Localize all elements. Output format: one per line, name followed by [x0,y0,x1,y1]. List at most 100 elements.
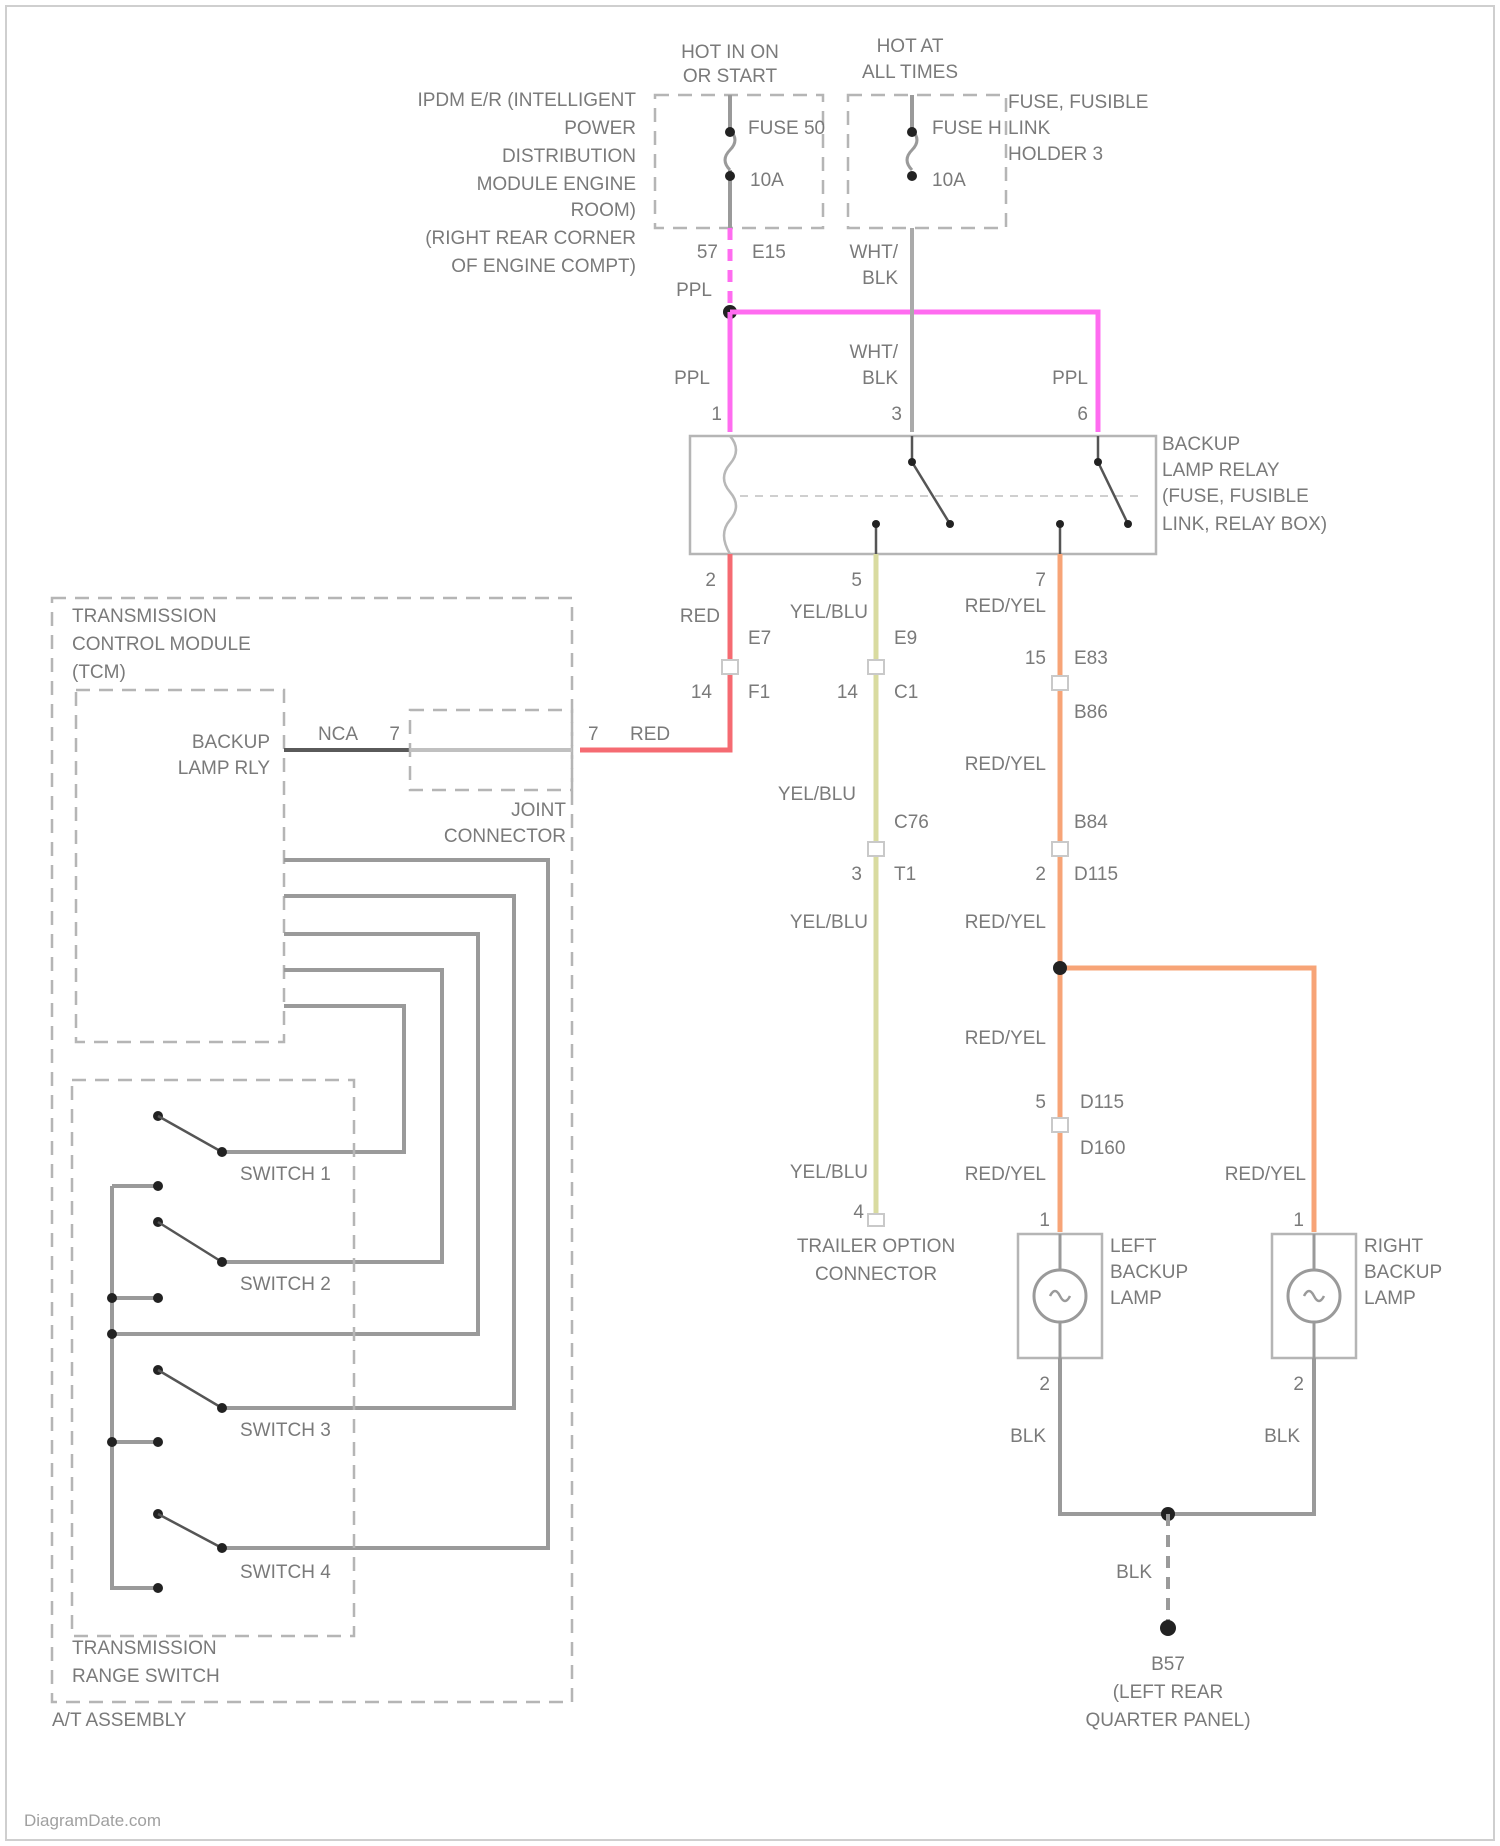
range-switch-label-line-2: RANGE SWITCH [72,1666,220,1687]
connector-d115-b: D115 [1080,1092,1124,1113]
at-assembly-label: A/T ASSEMBLY [52,1710,187,1731]
relay-label: BACKUP LAMP RELAY (FUSE, FUSIBLE LINK, R… [1162,434,1327,535]
splice-red-yel [1053,961,1067,975]
relay-pin-6: 6 [1077,404,1088,425]
switch-4-label: SWITCH 4 [240,1562,331,1583]
relay-label-line-1: BACKUP [1162,434,1240,455]
ipdm-label-line-3: DISTRIBUTION [502,146,636,167]
connector-d115-d160-body [1052,1118,1068,1132]
wire-red-yel-label-4: RED/YEL [965,1028,1046,1049]
wire-ppl-label-2: PPL [674,368,710,389]
switch-3-label: SWITCH 3 [240,1420,331,1441]
ground-label: B57 (LEFT REAR QUARTER PANEL) [1085,1654,1250,1731]
connector-pin-5: 5 [1035,1092,1046,1113]
left-lamp-pin-2: 2 [1039,1374,1050,1395]
ground-label-line-3: QUARTER PANEL) [1085,1710,1250,1731]
switch-4-icon [107,1437,227,1593]
relay-label-line-3: (FUSE, FUSIBLE [1162,486,1309,507]
ipdm-label-line-5: ROOM) [571,200,636,221]
left-lamp-label: LEFT BACKUP LAMP [1110,1236,1188,1309]
wire-ppl-label-3: PPL [1052,368,1088,389]
right-lamp-label: RIGHT BACKUP LAMP [1364,1236,1442,1309]
relay-pin-3: 3 [891,404,902,425]
wire-red-label-1: RED [680,606,720,627]
joint-label-line-1: JOINT [511,800,566,821]
fusible-label-line-1: FUSE, FUSIBLE [1008,92,1148,113]
connector-d115-a: D115 [1074,864,1118,885]
joint-connector-label: JOINT CONNECTOR [444,800,566,847]
connector-e83: E83 [1074,648,1108,669]
switch-2-label: SWITCH 2 [240,1274,331,1295]
ipdm-label-line-2: POWER [564,118,636,139]
right-lamp-label-line-3: LAMP [1364,1288,1416,1309]
diagram-frame [6,6,1494,1840]
ground-point-icon [1160,1620,1176,1636]
left-lamp-pin-1: 1 [1039,1210,1050,1231]
left-lamp-label-line-1: LEFT [1110,1236,1157,1257]
wire-wht-blk-label-1b: BLK [862,268,898,289]
ipdm-fuse-rating: 10A [750,170,784,191]
joint-label-line-2: CONNECTOR [444,826,566,847]
tcm-backup-lamp-rly-2: LAMP RLY [178,758,271,779]
fusible-link-holder-box [848,95,1006,228]
tcm-label: TRANSMISSION CONTROL MODULE (TCM) [72,606,251,683]
connector-pin-2: 2 [1035,864,1046,885]
connector-b84: B84 [1074,812,1108,833]
wire-blk-label-1: BLK [1010,1426,1046,1447]
connector-e9: E9 [894,628,917,649]
wire-red-yel-label-2: RED/YEL [965,754,1046,775]
ipdm-label-line-6: (RIGHT REAR CORNER [425,228,636,249]
connector-pin-3: 3 [851,864,862,885]
connector-pin-4: 4 [853,1202,864,1223]
connector-d160: D160 [1080,1138,1125,1159]
tcm-backup-lamp-rly-1: BACKUP [192,732,270,753]
connector-b84-d115-body [1052,842,1068,856]
relay-pin-5: 5 [851,570,862,591]
ipdm-label-line-1: IPDM E/R (INTELLIGENT [417,90,636,111]
connector-e7: E7 [748,628,771,649]
wire-wht-blk-label-1a: WHT/ [849,242,898,263]
hot-in-on-start-line-2: OR START [683,66,778,87]
connector-c1: C1 [894,682,918,703]
wire-yel-blu-label-2: YEL/BLU [778,784,856,805]
fusible-link-holder-label: FUSE, FUSIBLE LINK HOLDER 3 [1008,92,1148,165]
joint-pin-right: 7 [588,724,599,745]
trailer-connector-body [868,1214,884,1226]
relay-pin-2: 2 [705,570,716,591]
ipdm-er-box [655,95,823,228]
switch-3-icon [107,1293,227,1413]
tcm-label-line-1: TRANSMISSION [72,606,217,627]
right-lamp-pin-1: 1 [1293,1210,1304,1231]
connector-pin-14b: 14 [837,682,859,703]
fusible-fuse-name: FUSE H [932,118,1002,139]
wire-yel-blu-label-1: YEL/BLU [790,602,868,623]
wire-wht-blk-label-2b: BLK [862,368,898,389]
connector-f1: F1 [748,682,770,703]
hot-at-all-times-line-2: ALL TIMES [862,62,958,83]
trailer-option-connector-label: TRAILER OPTION CONNECTOR [797,1236,955,1285]
wire-yel-blu-label-3: YEL/BLU [790,912,868,933]
connector-pin-15: 15 [1025,648,1046,669]
fusible-label-line-3: HOLDER 3 [1008,144,1103,165]
hot-at-all-times-line-1: HOT AT [877,36,944,57]
switch-1-icon [153,1111,227,1157]
connector-e83-b86-body [1052,676,1068,690]
ipdm-fuse-name: FUSE 50 [748,118,825,139]
wire-ppl-label-1: PPL [676,280,712,301]
fusible-label-line-2: LINK [1008,118,1051,139]
wire-wht-blk-label-2a: WHT/ [849,342,898,363]
range-switch-label: TRANSMISSION RANGE SWITCH [72,1638,220,1687]
relay-pin-7: 7 [1035,570,1046,591]
tcm-switch-wiring [112,860,548,1588]
hot-in-on-start-line-1: HOT IN ON [681,42,779,63]
connector-e9-c1-body [868,660,884,674]
right-lamp-label-line-2: BACKUP [1364,1262,1442,1283]
range-switch-label-line-1: TRANSMISSION [72,1638,217,1659]
connector-e7-f1-body [722,660,738,674]
right-lamp-pin-2: 2 [1293,1374,1304,1395]
connector-c76-t1-body [868,842,884,856]
relay-label-line-2: LAMP RELAY [1162,460,1280,481]
wire-red-yel-label-5: RED/YEL [965,1164,1046,1185]
left-lamp-label-line-3: LAMP [1110,1288,1162,1309]
